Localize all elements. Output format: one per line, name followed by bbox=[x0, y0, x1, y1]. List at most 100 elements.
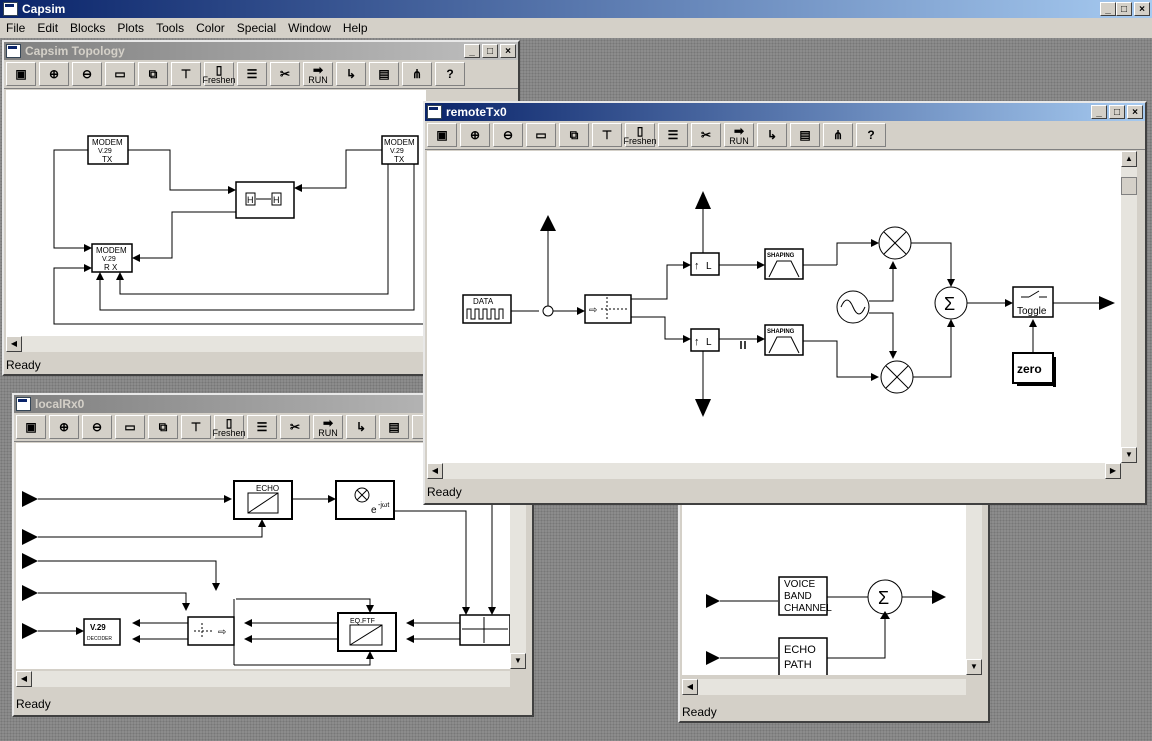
topology-diagram: MODEM V.29 TX MODEM V.29 TX H H MODEM V.… bbox=[53, 135, 426, 325]
local-hscroll[interactable]: ◀ bbox=[16, 671, 510, 687]
block-hybrid[interactable] bbox=[235, 181, 295, 219]
freshen-button[interactable]: ▯Freshen bbox=[202, 62, 236, 86]
block-toggle[interactable] bbox=[1012, 286, 1054, 318]
scroll-left-arrow-icon[interactable]: ◀ bbox=[6, 336, 22, 352]
echo-window: VOICE BAND CHANNEL Σ ECHO PATH ▼ ◀ Ready bbox=[678, 495, 990, 723]
run-button[interactable]: ➡RUN bbox=[303, 62, 333, 86]
delete-button[interactable]: ✂ bbox=[691, 123, 721, 147]
save-button[interactable]: ▣ bbox=[6, 62, 36, 86]
topology-minimize-button[interactable]: _ bbox=[464, 44, 480, 58]
block-shaping-bottom[interactable] bbox=[764, 324, 804, 356]
block-button[interactable]: ▭ bbox=[105, 62, 135, 86]
trash-icon: ✂ bbox=[700, 128, 712, 142]
doc-button[interactable]: ▤ bbox=[790, 123, 820, 147]
menu-file[interactable]: File bbox=[6, 21, 26, 35]
block-serial-parallel[interactable] bbox=[584, 294, 632, 324]
help-button[interactable]: ? bbox=[856, 123, 886, 147]
rx-label: R X bbox=[104, 263, 118, 272]
scroll-down-arrow-icon[interactable]: ▼ bbox=[966, 659, 982, 675]
zoom-out-button[interactable]: ⊖ bbox=[82, 415, 112, 439]
remote-maximize-button[interactable]: □ bbox=[1109, 105, 1125, 119]
menu-special[interactable]: Special bbox=[236, 21, 277, 35]
list-button[interactable]: ☰ bbox=[247, 415, 277, 439]
zoom-out-button[interactable]: ⊖ bbox=[72, 62, 102, 86]
freshen-button[interactable]: ▯Freshen bbox=[212, 415, 246, 439]
save-button[interactable]: ▣ bbox=[16, 415, 46, 439]
scroll-down-arrow-icon[interactable]: ▼ bbox=[1121, 447, 1137, 463]
doc-button[interactable]: ▤ bbox=[379, 415, 409, 439]
connect-button[interactable]: ⧉ bbox=[138, 62, 168, 86]
zoom-in-button[interactable]: ⊕ bbox=[460, 123, 490, 147]
close-button[interactable]: × bbox=[1134, 2, 1150, 16]
decoder-label: DECODER bbox=[87, 636, 112, 642]
zoom-in-button[interactable]: ⊕ bbox=[39, 62, 69, 86]
minimize-button[interactable]: _ bbox=[1100, 2, 1116, 16]
freshen-button[interactable]: ▯Freshen bbox=[623, 123, 657, 147]
scroll-down-arrow-icon[interactable]: ▼ bbox=[510, 653, 526, 669]
route-button[interactable]: ↳ bbox=[336, 62, 366, 86]
local-canvas[interactable]: ECHO e -jωt V.29 DECODER ⇨ bbox=[16, 443, 510, 669]
block-button[interactable]: ▭ bbox=[115, 415, 145, 439]
topology-close-button[interactable]: × bbox=[500, 44, 516, 58]
menu-blocks[interactable]: Blocks bbox=[70, 21, 106, 35]
route-button[interactable]: ↳ bbox=[346, 415, 376, 439]
echo-label: ECHO bbox=[256, 484, 279, 493]
scroll-left-arrow-icon[interactable]: ◀ bbox=[682, 679, 698, 695]
scroll-left-arrow-icon[interactable]: ◀ bbox=[16, 671, 32, 687]
block-upsample-bottom[interactable] bbox=[690, 328, 720, 352]
help-button[interactable]: ? bbox=[435, 62, 465, 86]
hierarchy-button[interactable]: ⋔ bbox=[402, 62, 432, 86]
run-label: RUN bbox=[308, 74, 328, 85]
zoom-out-icon: ⊖ bbox=[91, 420, 103, 434]
echo-hscroll[interactable]: ◀ bbox=[682, 679, 966, 695]
zoom-out-button[interactable]: ⊖ bbox=[493, 123, 523, 147]
delete-button[interactable]: ✂ bbox=[280, 415, 310, 439]
block-button[interactable]: ▭ bbox=[526, 123, 556, 147]
scroll-left-arrow-icon[interactable]: ◀ bbox=[427, 463, 443, 479]
menu-help[interactable]: Help bbox=[342, 21, 368, 35]
align-button[interactable]: ⊤ bbox=[181, 415, 211, 439]
connect-button[interactable]: ⧉ bbox=[148, 415, 178, 439]
scroll-up-arrow-icon[interactable]: ▲ bbox=[1121, 151, 1137, 167]
remote-close-button[interactable]: × bbox=[1127, 105, 1143, 119]
menu-plots[interactable]: Plots bbox=[117, 21, 145, 35]
menu-tools[interactable]: Tools bbox=[156, 21, 185, 35]
remote-hscroll[interactable]: ◀ ▶ bbox=[427, 463, 1121, 479]
remote-canvas[interactable]: DATA ⇨ ↑ L SHAPING bbox=[427, 151, 1121, 463]
list-button[interactable]: ☰ bbox=[237, 62, 267, 86]
delete-button[interactable]: ✂ bbox=[270, 62, 300, 86]
menu-edit[interactable]: Edit bbox=[37, 21, 59, 35]
block-icon: ▭ bbox=[114, 67, 126, 81]
list-button[interactable]: ☰ bbox=[658, 123, 688, 147]
echo-vscroll[interactable]: ▼ bbox=[966, 505, 982, 675]
run-button[interactable]: ➡RUN bbox=[724, 123, 754, 147]
restore-button[interactable]: □ bbox=[1116, 2, 1132, 16]
run-button[interactable]: ➡RUN bbox=[313, 415, 343, 439]
align-button[interactable]: ⊤ bbox=[171, 62, 201, 86]
menu-color[interactable]: Color bbox=[196, 21, 225, 35]
block-upsample-top[interactable] bbox=[690, 252, 720, 276]
block-carrier-recovery[interactable] bbox=[459, 614, 510, 646]
menu-window[interactable]: Window bbox=[288, 21, 331, 35]
echo-canvas[interactable]: VOICE BAND CHANNEL Σ ECHO PATH bbox=[682, 505, 966, 675]
block-v29-decoder[interactable] bbox=[83, 618, 121, 646]
topology-canvas[interactable]: MODEM V.29 TX MODEM V.29 TX H H MODEM V.… bbox=[6, 90, 426, 336]
align-button[interactable]: ⊤ bbox=[592, 123, 622, 147]
run-label: RUN bbox=[318, 427, 338, 438]
block-shaping-top[interactable] bbox=[764, 248, 804, 280]
doc-button[interactable]: ▤ bbox=[369, 62, 399, 86]
scroll-thumb[interactable] bbox=[1121, 177, 1137, 195]
route-button[interactable]: ↳ bbox=[757, 123, 787, 147]
save-button[interactable]: ▣ bbox=[427, 123, 457, 147]
zoom-in-button[interactable]: ⊕ bbox=[49, 415, 79, 439]
remote-minimize-button[interactable]: _ bbox=[1091, 105, 1107, 119]
topology-hscroll[interactable]: ◀ bbox=[6, 336, 426, 352]
hybrid-label: H bbox=[273, 195, 280, 205]
scroll-right-arrow-icon[interactable]: ▶ bbox=[1105, 463, 1121, 479]
connect-button[interactable]: ⧉ bbox=[559, 123, 589, 147]
hierarchy-button[interactable]: ⋔ bbox=[823, 123, 853, 147]
remote-vscroll[interactable]: ▲ ▼ bbox=[1121, 151, 1137, 463]
modem-label: MODEM bbox=[96, 246, 127, 255]
topology-maximize-button[interactable]: □ bbox=[482, 44, 498, 58]
tx-label: TX bbox=[394, 155, 405, 164]
